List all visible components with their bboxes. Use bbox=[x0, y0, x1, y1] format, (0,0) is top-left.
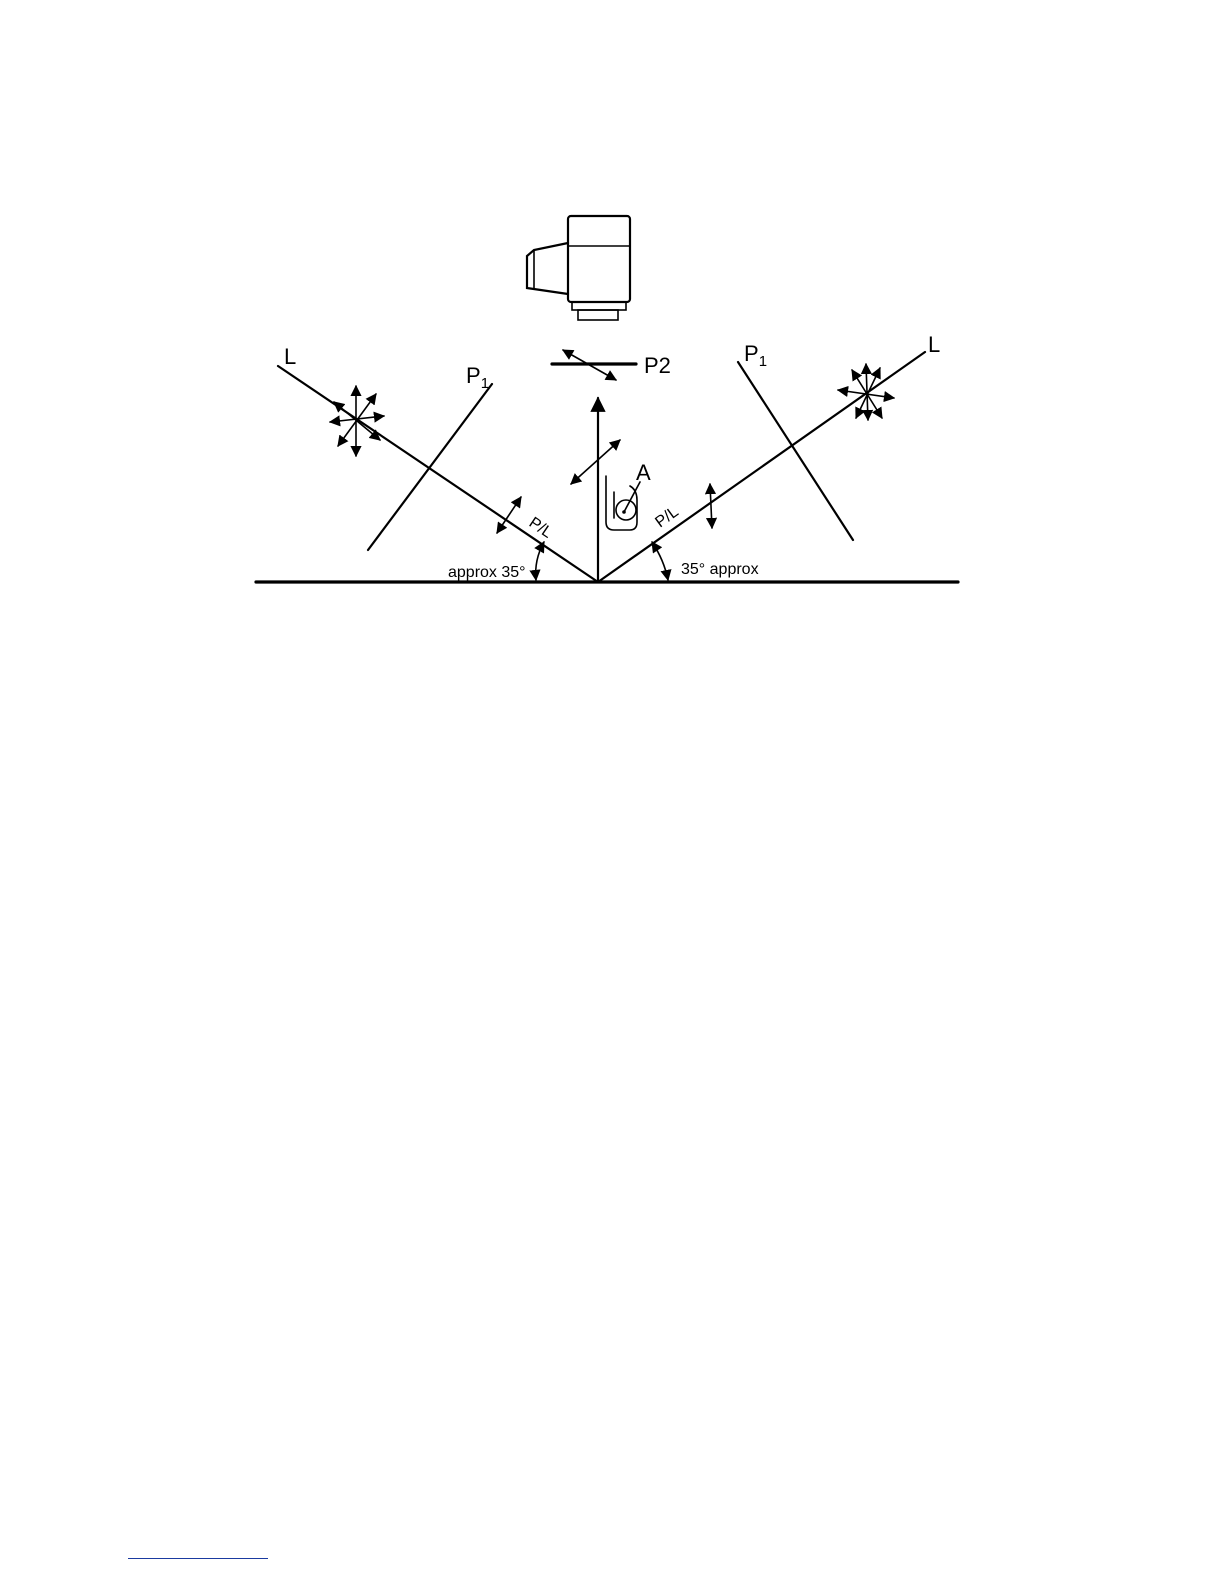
left-unpolarized-star-icon bbox=[330, 386, 384, 456]
right-polarized-arrow bbox=[710, 484, 712, 528]
lamp-left-label: L bbox=[284, 344, 296, 369]
angle-right-label: 35° approx bbox=[681, 561, 759, 578]
right-polarizer-p1 bbox=[738, 362, 853, 540]
right-angle-arc bbox=[652, 542, 668, 580]
object-a-icon bbox=[606, 476, 640, 530]
left-light-ray bbox=[278, 366, 598, 582]
polarizer-left-label: P1 bbox=[466, 363, 489, 392]
left-angle-arc bbox=[536, 542, 544, 580]
pl-left-label: P/L bbox=[526, 514, 556, 542]
analyzer-label: P2 bbox=[644, 353, 671, 378]
object-polarization-arrow bbox=[571, 440, 620, 484]
angle-left-label: approx 35° bbox=[448, 564, 526, 581]
lamp-right-label: L bbox=[928, 332, 940, 357]
camera-icon bbox=[527, 216, 630, 320]
left-polarizer-p1 bbox=[368, 384, 492, 550]
footer-rule bbox=[128, 1558, 268, 1559]
object-label: A bbox=[636, 460, 651, 485]
polarizer-right-label: P1 bbox=[744, 341, 767, 370]
right-unpolarized-star-icon bbox=[838, 364, 894, 420]
